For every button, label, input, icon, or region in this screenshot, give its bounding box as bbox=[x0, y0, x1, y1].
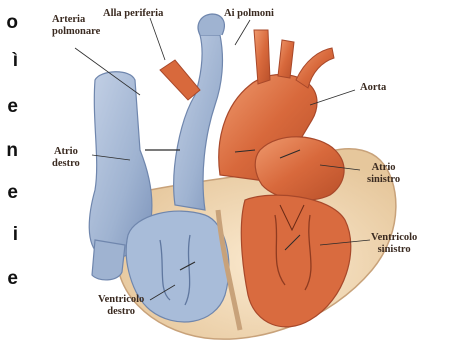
label-atrio-sinistro: Atrio sinistro bbox=[367, 162, 400, 186]
left-ventricle bbox=[241, 195, 351, 327]
label-ventricolo-sinistro: Ventricolo sinistro bbox=[371, 232, 417, 256]
inferior-vena-cava bbox=[92, 240, 125, 280]
label-aorta: Aorta bbox=[360, 82, 386, 94]
label-ai-polmoni: Ai polmoni bbox=[224, 8, 274, 20]
aorta-branch bbox=[278, 40, 294, 78]
aorta-branch bbox=[254, 30, 270, 84]
label-atrio-destro: Atrio destro bbox=[52, 146, 80, 170]
label-alla-periferia: Alla periferia bbox=[103, 8, 163, 20]
label-ventricolo-destro: Ventricolo destro bbox=[98, 294, 144, 318]
aorta-branch bbox=[296, 48, 334, 88]
label-arteria-polmonare: Arteria polmonare bbox=[52, 14, 100, 38]
left-atrium bbox=[255, 137, 344, 200]
